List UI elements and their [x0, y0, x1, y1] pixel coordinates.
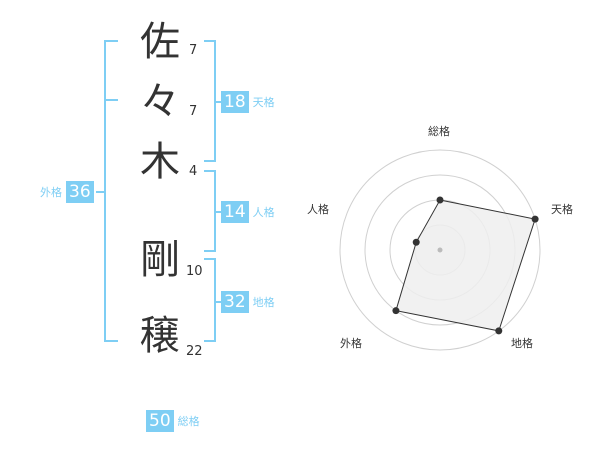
stroke-count-4: 10	[186, 264, 203, 279]
radar-axis-label-1: 総格	[428, 125, 450, 138]
chikaku-label: 地格	[252, 296, 275, 309]
radar-point-5	[412, 238, 420, 246]
gaikaku-bracket-connector	[96, 191, 106, 193]
radar-chart	[339, 149, 541, 351]
soukaku-value: 50	[146, 410, 174, 432]
gaikaku-label: 外格	[40, 186, 62, 199]
radar-data-polygon	[395, 199, 536, 332]
radar-point-4	[392, 307, 400, 315]
radar-point-3	[495, 327, 503, 335]
stroke-count-1: 7	[189, 43, 198, 58]
jinkaku-bracket-connector	[214, 211, 222, 213]
radar-axis-label-5: 人格	[307, 203, 329, 216]
name-char-5: 穣	[140, 313, 180, 359]
chikaku-bracket-connector	[214, 301, 222, 303]
chikaku-value: 32	[221, 291, 249, 313]
tenkaku-label: 天格	[252, 96, 275, 109]
tenkaku-bracket-connector	[214, 101, 222, 103]
gaikaku-bracket-tick	[104, 99, 118, 101]
radar-axis-label-3: 地格	[511, 337, 533, 350]
radar-axis-label-4: 外格	[340, 337, 362, 350]
name-char-4: 剛	[140, 237, 180, 283]
name-char-3: 木	[140, 139, 180, 185]
jinkaku-badge: 14 人格	[221, 201, 275, 223]
jinkaku-label: 人格	[252, 206, 275, 219]
chikaku-bracket	[204, 258, 216, 342]
tenkaku-value: 18	[221, 91, 249, 113]
radar-points	[392, 196, 539, 335]
gaikaku-bracket	[104, 40, 118, 342]
tenkaku-badge: 18 天格	[221, 91, 275, 113]
stroke-count-5: 22	[186, 344, 203, 359]
name-char-1: 佐	[140, 19, 180, 65]
jinkaku-value: 14	[221, 201, 249, 223]
gaikaku-badge: 外格 36	[40, 181, 94, 203]
radar-grid-ring	[339, 149, 541, 351]
chikaku-badge: 32 地格	[221, 291, 275, 313]
soukaku-label: 総格	[177, 415, 200, 428]
radar-point-1	[436, 196, 444, 204]
radar-axis-label-2: 天格	[551, 203, 573, 216]
stroke-count-3: 4	[189, 164, 198, 179]
soukaku-badge: 50 総格	[146, 410, 200, 432]
stroke-count-2: 7	[189, 104, 198, 119]
name-char-2: 々	[140, 79, 180, 125]
radar-center-dot	[437, 247, 443, 253]
gaikaku-value: 36	[66, 181, 94, 203]
radar-point-2	[531, 215, 539, 223]
